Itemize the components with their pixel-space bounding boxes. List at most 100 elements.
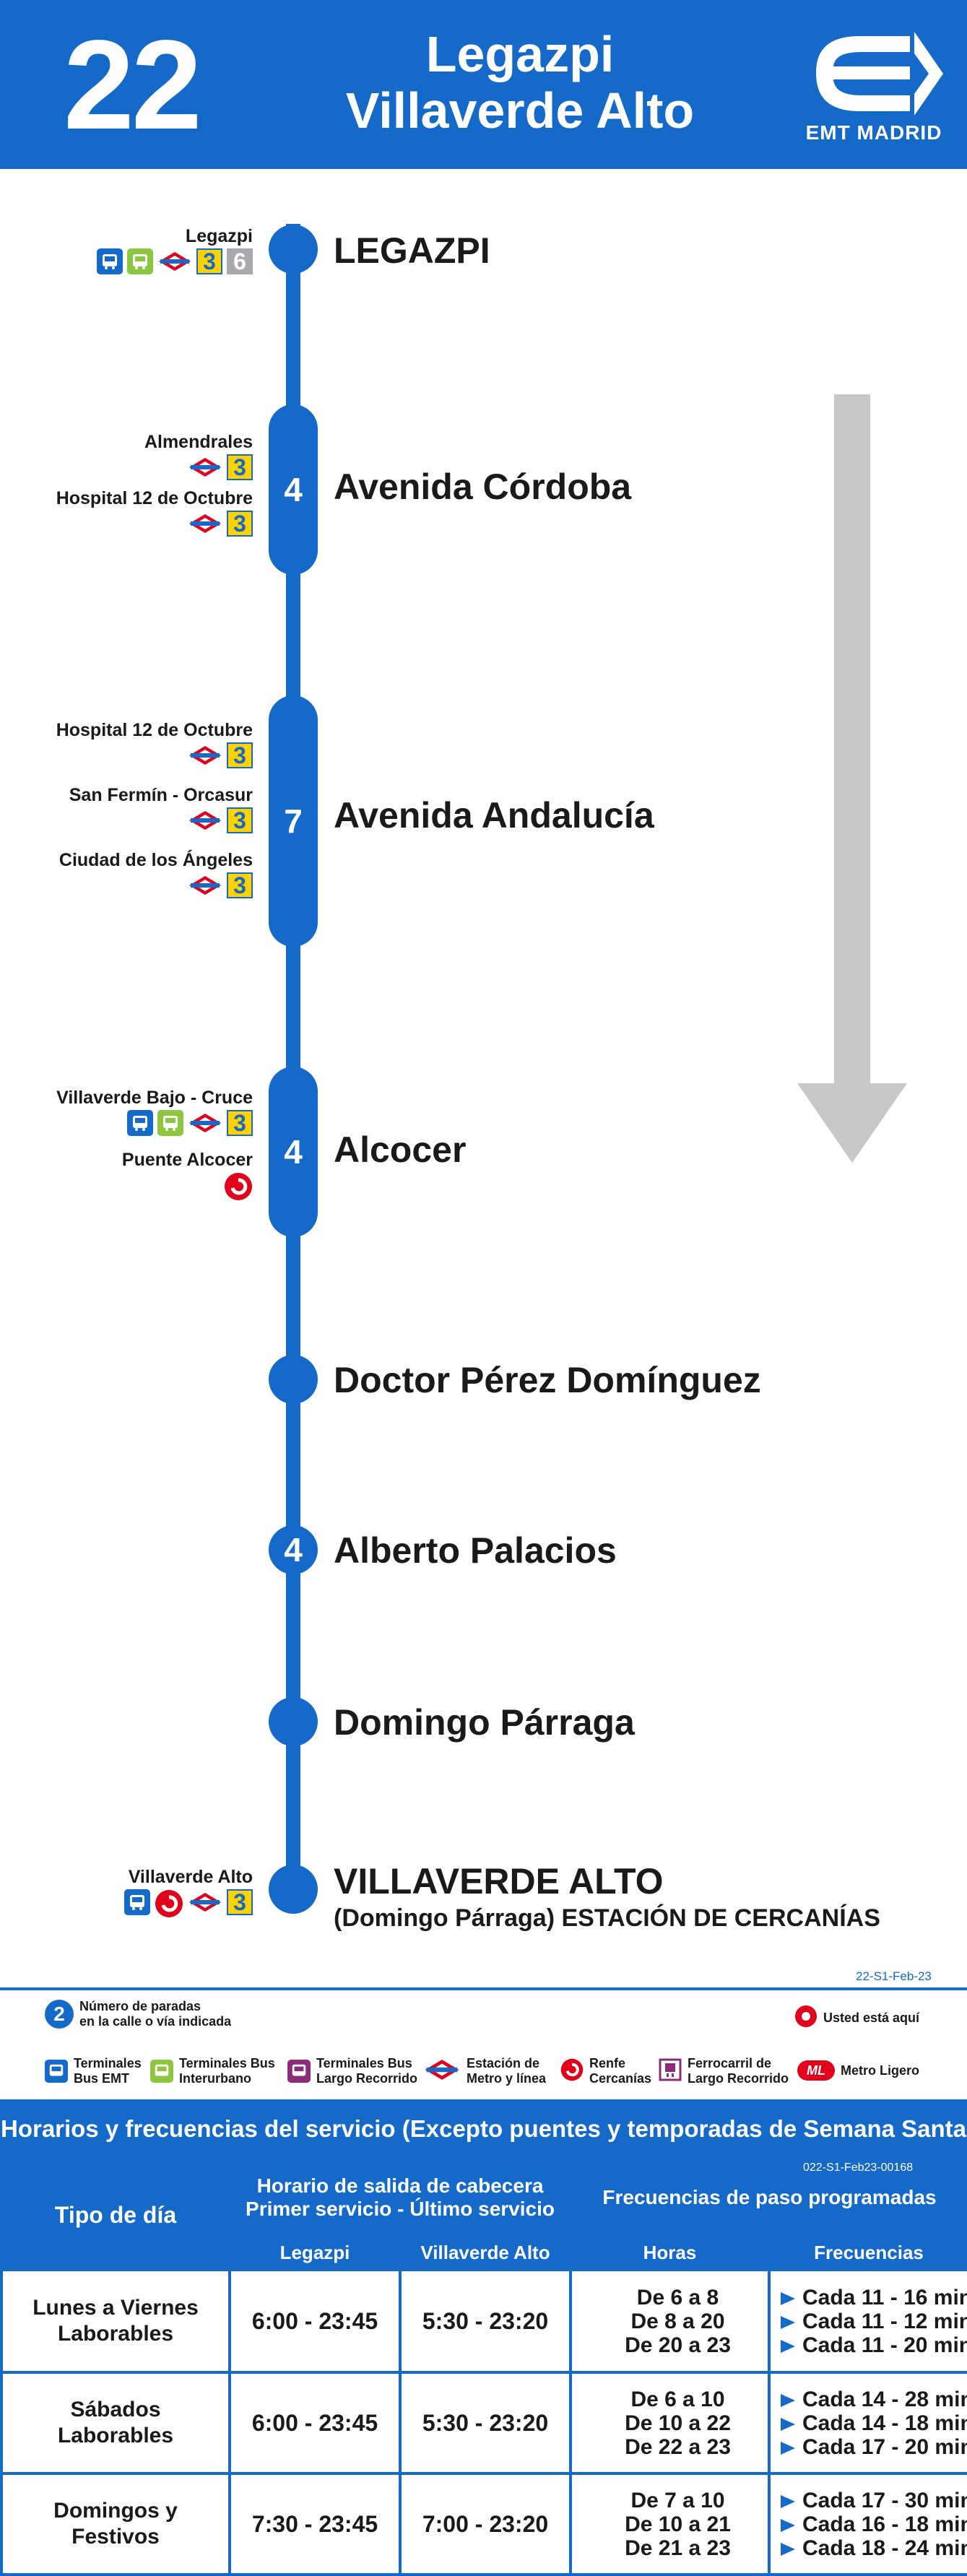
subheader-hours: Horas bbox=[569, 2234, 771, 2271]
bus-emt-icon bbox=[97, 248, 123, 274]
arrow-icon bbox=[781, 2441, 795, 2455]
metro-line-3-icon: 3 bbox=[227, 1110, 253, 1136]
legend-long-distance-text: Terminales Bus Largo Recorrido bbox=[316, 2056, 418, 2086]
legend-light-rail-text: Metro Ligero bbox=[841, 2063, 920, 2078]
legend-long-distance: Terminales Bus Largo Recorrido bbox=[287, 2056, 417, 2086]
connection-label: Hospital 12 de Octubre bbox=[56, 488, 253, 508]
metro-line-3-icon: 3 bbox=[227, 454, 253, 480]
stop-name: VILLAVERDE ALTO bbox=[334, 1861, 664, 1901]
stop-count-marker: 7 bbox=[269, 695, 318, 947]
hours-cell: De 7 a 10 De 10 a 21 De 21 a 23 bbox=[569, 2472, 771, 2576]
hour-range: De 6 a 10 bbox=[630, 2387, 725, 2411]
arrow-icon bbox=[781, 2542, 795, 2556]
hours-cell: De 6 a 8 De 8 a 20 De 20 a 23 bbox=[569, 2268, 771, 2374]
day-type-cell: Sábados Laborables bbox=[0, 2371, 231, 2475]
metro-line-3-icon: 3 bbox=[196, 248, 222, 274]
metro-icon bbox=[188, 872, 222, 898]
stop-name: Avenida Andalucía bbox=[334, 795, 654, 836]
frequency-cell: Cada 17 - 30 min Cada 16 - 18 min Cada 1… bbox=[768, 2472, 967, 2576]
emt-brand: EMT MADRID bbox=[805, 121, 942, 144]
connection-label: Villaverde Bajo - Cruce bbox=[56, 1088, 253, 1108]
route-destination: Villaverde Alto bbox=[345, 82, 695, 139]
metro-line-3-icon: 3 bbox=[227, 511, 253, 537]
bus-interurban-icon bbox=[157, 1110, 183, 1136]
legend-you-are-here-text: Usted está aquí bbox=[823, 2011, 920, 2025]
stop-subtitle: (Domingo Párraga) ESTACIÓN DE CERCANÍAS bbox=[334, 1904, 880, 1932]
metro-icon bbox=[423, 2058, 461, 2085]
stop-marker bbox=[269, 225, 318, 274]
header-frequencies: Frecuencias de paso programadas bbox=[569, 2159, 967, 2237]
hour-range: De 10 a 22 bbox=[625, 2411, 731, 2435]
stop-name: Alberto Palacios bbox=[334, 1530, 617, 1571]
stop-name: Domingo Párraga bbox=[334, 1702, 635, 1743]
metro-line-3-icon: 3 bbox=[227, 742, 253, 768]
legend-stop-count: 2 Número de paradas en la calle o vía in… bbox=[45, 1999, 231, 2029]
connection-label: Hospital 12 de Octubre bbox=[56, 720, 253, 740]
arrow-icon bbox=[781, 2494, 795, 2508]
frequency-value: Cada 14 - 18 min bbox=[802, 2411, 967, 2435]
metro-line-6-icon: 6 bbox=[227, 248, 253, 274]
stop-connections: Legazpi 3 6 bbox=[97, 225, 253, 274]
schedule-code: 022-S1-Feb23-00168 bbox=[803, 2161, 914, 2174]
legend-metro-text: Estación de Metro y línea bbox=[467, 2056, 547, 2086]
hour-range: De 6 a 8 bbox=[636, 2285, 719, 2310]
legend-interurban: Terminales Bus Interurbano bbox=[150, 2056, 275, 2086]
hour-range: De 10 a 21 bbox=[625, 2512, 731, 2536]
metro-icon bbox=[188, 454, 222, 480]
stop-count-marker: 4 bbox=[269, 404, 318, 575]
arrow-icon bbox=[781, 2291, 795, 2305]
hours-cell: De 6 a 10 De 10 a 22 De 22 a 23 bbox=[569, 2371, 771, 2475]
subheader-origin: Legazpi bbox=[228, 2234, 402, 2271]
metro-ligero-icon: ML bbox=[797, 2060, 835, 2081]
stop-connections: Hospital 12 de Octubre 3 San Fermín - Or… bbox=[56, 719, 253, 898]
hour-range: De 21 a 23 bbox=[625, 2536, 731, 2560]
frequency-value: Cada 14 - 28 min bbox=[802, 2387, 967, 2411]
renfe-icon bbox=[560, 2058, 584, 2085]
legend-renfe: Renfe Cercanías bbox=[560, 2056, 651, 2086]
legend-separator bbox=[0, 1987, 967, 1990]
stop-count-marker: 4 bbox=[269, 1067, 318, 1237]
destination-times-cell: 5:30 - 23:20 bbox=[399, 2268, 572, 2374]
destination-times-cell: 7:00 - 23:20 bbox=[399, 2472, 572, 2576]
renfe-icon bbox=[155, 1889, 183, 1918]
metro-line-3-icon: 3 bbox=[227, 807, 253, 833]
frequency-value: Cada 17 - 20 min bbox=[802, 2434, 967, 2459]
legend-emt-text: Terminales Bus EMT bbox=[74, 2056, 142, 2086]
legend-metro: Estación de Metro y línea bbox=[423, 2056, 546, 2086]
hour-range: De 20 a 23 bbox=[625, 2333, 731, 2357]
bus-interurban-icon bbox=[127, 248, 153, 274]
schedule-table: Tipo de día Horario de salida de cabecer… bbox=[0, 2159, 967, 2576]
hour-range: De 8 a 20 bbox=[630, 2309, 725, 2333]
frequency-value: Cada 17 - 30 min bbox=[802, 2488, 967, 2512]
connection-label: Villaverde Alto bbox=[128, 1867, 253, 1887]
version-code: 22-S1-Feb-23 bbox=[856, 1969, 932, 1983]
legend-stop-count-text: Número de paradas en la calle o vía indi… bbox=[79, 1999, 232, 2029]
origin-times-cell: 6:00 - 23:45 bbox=[228, 2268, 402, 2374]
metro-icon bbox=[157, 248, 192, 274]
route-origin: Legazpi bbox=[425, 26, 615, 82]
bus-long-distance-icon bbox=[287, 2060, 311, 2083]
you-are-here-icon bbox=[794, 2005, 818, 2031]
connection-label: Ciudad de los Ángeles bbox=[58, 850, 253, 870]
direction-arrow-head bbox=[797, 1083, 907, 1163]
emt-logo-icon bbox=[816, 32, 943, 116]
route-number: 22 bbox=[64, 14, 202, 156]
bus-emt-icon bbox=[127, 1110, 153, 1136]
stop-count-sample-icon: 2 bbox=[45, 2000, 74, 2029]
hour-range: De 22 a 23 bbox=[625, 2434, 731, 2459]
destination-times-cell: 5:30 - 23:20 bbox=[399, 2371, 572, 2475]
stop-marker bbox=[269, 1865, 318, 1914]
table-row: Lunes a Viernes Laborables 6:00 - 23:45 … bbox=[0, 2268, 967, 2374]
arrow-icon bbox=[781, 2417, 795, 2431]
stop-marker bbox=[269, 1697, 318, 1746]
header-departure-times: Horario de salida de cabecera Primer ser… bbox=[228, 2159, 572, 2237]
frequency-cell: Cada 11 - 16 min Cada 11 - 12 min Cada 1… bbox=[768, 2268, 967, 2374]
legend-rail-long: Ferrocarril de Largo Recorrido bbox=[659, 2056, 789, 2086]
stop-name: Doctor Pérez Domínguez bbox=[334, 1360, 761, 1400]
day-type-cell: Domingos y Festivos bbox=[0, 2472, 231, 2576]
frequency-value: Cada 18 - 24 min bbox=[802, 2536, 967, 2560]
frequency-value: Cada 11 - 16 min bbox=[802, 2285, 967, 2310]
route-header: 22 Legazpi Villaverde Alto EMT MADRID bbox=[0, 0, 967, 169]
metro-line-3-icon: 3 bbox=[227, 1889, 253, 1915]
subheader-frequencies: Frecuencias bbox=[768, 2234, 967, 2271]
